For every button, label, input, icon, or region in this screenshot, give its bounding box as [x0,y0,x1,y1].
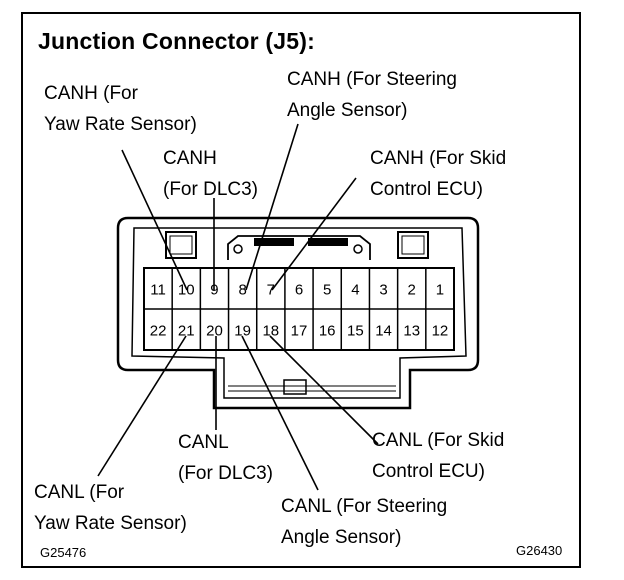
latch-hole-right [353,244,363,254]
label-line: Control ECU) [372,461,485,482]
leader-lines [97,123,379,491]
lock-square-left-inner [169,235,193,255]
label-canh-steering-angle-sensor: CANH (For Steering Angle Sensor) [287,64,457,126]
label-canl-dlc3: CANL (For DLC3) [178,427,273,489]
label-line: (For DLC3) [178,463,274,484]
pin-number-20: 20 [206,323,223,340]
pin-number-14: 14 [375,323,392,340]
pin-number-2: 2 [408,282,416,299]
label-line: Control ECU) [370,179,483,200]
figure-code-right: G26430 [516,543,563,558]
diagram-title: Junction Connector (J5): [38,28,315,54]
center-latch [227,235,371,260]
label-canl-yaw-rate-sensor: CANL (For Yaw Rate Sensor) [34,477,187,539]
label-line: CANH [163,148,217,169]
label-line: Angle Sensor) [281,527,402,548]
pin-number-18: 18 [262,323,279,340]
leader-canh-skid [271,177,357,291]
leader-canl-steering [241,335,319,491]
label-line: CANL (For [34,482,125,503]
pin-number-15: 15 [347,323,364,340]
leader-canh-yaw [121,149,188,291]
lock-square-right-inner [401,235,425,255]
pin-number-1: 1 [436,282,444,299]
diagram-frame [21,12,581,568]
lock-square-right [397,231,429,259]
pin-number-21: 21 [178,323,195,340]
pin-number-7: 7 [267,282,275,299]
label-line: CANH (For Steering [287,69,457,90]
pin-number-4: 4 [351,282,359,299]
label-line: CANL (For Steering [281,496,448,517]
label-canl-skid-control-ecu: CANL (For Skid Control ECU) [372,425,504,487]
label-line: CANL [178,432,229,453]
pin-number-11: 11 [150,282,166,299]
label-line: Yaw Rate Sensor) [34,513,187,534]
label-line: Angle Sensor) [287,100,408,121]
latch-hole-left [233,244,243,254]
label-line: CANH (For [44,83,138,104]
bottom-key [283,379,307,395]
pin-number-19: 19 [234,323,251,340]
connector-inner-outline [131,227,467,399]
connector-housing [116,216,480,410]
label-canh-skid-control-ecu: CANH (For Skid Control ECU) [370,143,506,205]
latch-tab-right [308,238,348,246]
pin-number-13: 13 [403,323,420,340]
leader-canl-skid [269,335,379,445]
label-line: CANL (For Skid [372,430,505,451]
pin-number-17: 17 [291,323,308,340]
label-canl-steering-angle-sensor: CANL (For Steering Angle Sensor) [281,491,447,553]
pin-number-3: 3 [379,282,387,299]
pin-number-6: 6 [295,282,303,299]
leader-canh-steering [245,123,299,291]
label-line: Yaw Rate Sensor) [44,114,197,135]
pin-number-22: 22 [150,323,167,340]
pin-number-16: 16 [319,323,336,340]
latch-tab-left [254,238,294,246]
pin-column-dividers [171,268,427,350]
leader-canl-yaw [97,335,187,477]
pin-number-8: 8 [238,282,246,299]
figure-code-left: G25476 [40,545,87,560]
label-canh-yaw-rate-sensor: CANH (For Yaw Rate Sensor) [44,78,197,140]
label-line: CANH (For Skid [370,148,507,169]
pin-number-12: 12 [432,323,449,340]
label-line: (For DLC3) [163,179,259,200]
pin-number-5: 5 [323,282,331,299]
label-canh-dlc3: CANH (For DLC3) [163,143,258,205]
